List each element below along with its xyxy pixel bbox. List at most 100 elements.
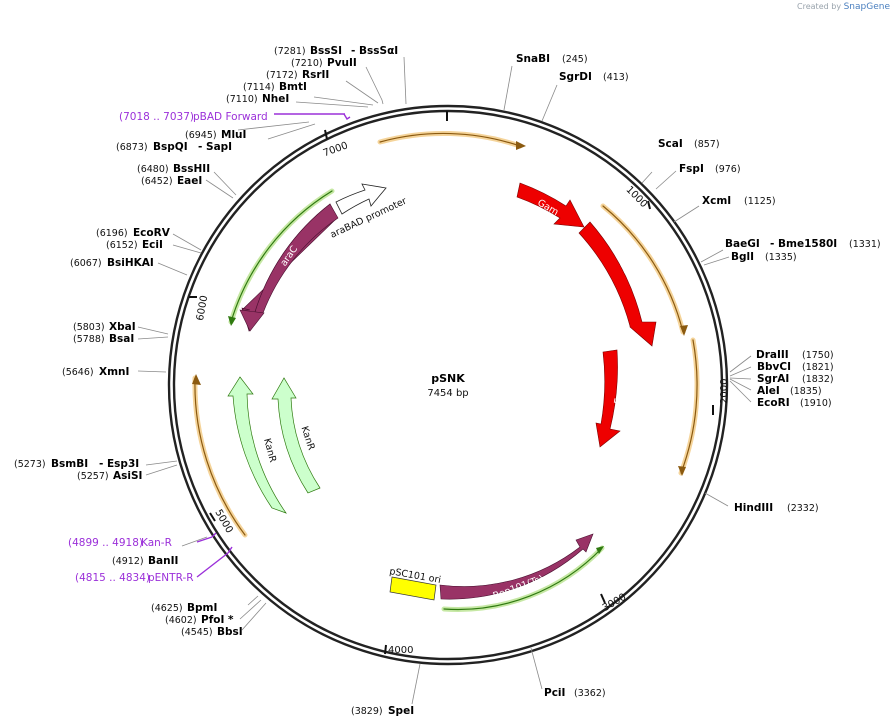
- site-label-xmni[interactable]: (5646) XmnI: [62, 366, 129, 378]
- site-label-bmti[interactable]: (7114) BmtI: [243, 81, 307, 93]
- psc101-ori-feature[interactable]: pSC101 ori: [388, 566, 442, 601]
- site-label-baegi[interactable]: BaeGI - Bme1580I (1331): [725, 238, 881, 250]
- svg-text:BsaI: BsaI: [109, 333, 134, 345]
- svg-text:(245): (245): [562, 54, 588, 65]
- svg-text:(5788): (5788): [73, 334, 105, 345]
- site-label-pcii[interactable]: PciI (3362): [544, 687, 606, 699]
- kanr-label-1: KanR: [261, 437, 278, 464]
- svg-text:(2332): (2332): [787, 503, 819, 514]
- svg-text:(6452): (6452): [141, 176, 173, 187]
- site-label-bsihkai[interactable]: (6067) BsiHKAI: [70, 257, 154, 269]
- watermark: Created by SnapGene: [797, 2, 890, 12]
- site-label-bsmbi[interactable]: (5273) BsmBI - Esp3I: [14, 458, 139, 470]
- svg-text:(5273): (5273): [14, 459, 46, 470]
- svg-text:BbsI: BbsI: [217, 626, 243, 638]
- svg-text:AleI: AleI: [757, 385, 780, 397]
- svg-text:PvuII: PvuII: [327, 57, 357, 69]
- svg-text:BbvCI: BbvCI: [757, 361, 791, 373]
- svg-text:PfoI *: PfoI *: [201, 614, 234, 626]
- site-label-draiii[interactable]: DraIII (1750): [756, 349, 834, 361]
- site-label-bgli[interactable]: BglI (1335): [731, 251, 797, 263]
- exo-label: Exo: [613, 386, 627, 405]
- site-label-hindiii[interactable]: HindIII (2332): [734, 502, 819, 514]
- svg-text:BanII: BanII: [148, 555, 178, 567]
- tick-label-2000: 2000: [719, 379, 730, 404]
- site-label-ecori[interactable]: EcoRI (1910): [757, 397, 832, 409]
- site-label-pvuii[interactable]: (7210) PvuII: [291, 57, 357, 69]
- svg-text:(7114): (7114): [243, 82, 275, 93]
- gam-feature[interactable]: Gam: [516, 182, 585, 228]
- svg-text:BssSI: BssSI: [310, 45, 342, 57]
- svg-text:AsiSI: AsiSI: [113, 470, 142, 482]
- svg-text:- Bme1580I: - Bme1580I: [770, 238, 837, 250]
- svg-text:(6873): (6873): [116, 142, 148, 153]
- site-label-ecii[interactable]: (6152) EciI: [106, 239, 163, 251]
- svg-text:BpmI: BpmI: [187, 602, 217, 614]
- svg-text:- SapI: - SapI: [198, 141, 232, 153]
- svg-text:(5646): (5646): [62, 367, 94, 378]
- tick-marks: [189, 111, 714, 655]
- svg-text:BspQI: BspQI: [153, 141, 188, 153]
- green-orf-arcs: [228, 188, 605, 612]
- site-label-mlui[interactable]: (6945) MluI: [185, 129, 246, 141]
- svg-text:(4602): (4602): [165, 615, 197, 626]
- site-label-scai[interactable]: ScaI (857): [658, 138, 720, 150]
- site-label-bpmi[interactable]: (4625) BpmI: [151, 602, 217, 614]
- svg-text:(976): (976): [715, 164, 741, 175]
- site-label-bbsi[interactable]: (4545) BbsI: [181, 626, 243, 638]
- exo-feature[interactable]: Exo: [595, 349, 627, 448]
- svg-text:(7172): (7172): [266, 70, 298, 81]
- svg-text:- Esp3I: - Esp3I: [99, 458, 139, 470]
- site-label-rsrii[interactable]: (7172) RsrII: [266, 69, 329, 81]
- svg-text:(1910): (1910): [800, 398, 832, 409]
- leader-lines: [137, 56, 752, 705]
- svg-text:(7018 .. 7037): (7018 .. 7037): [119, 111, 194, 123]
- kanr-feature-inner[interactable]: KanR: [271, 377, 321, 494]
- svg-text:(857): (857): [694, 139, 720, 150]
- arabad-promoter-feature[interactable]: araBAD promoter: [329, 183, 409, 241]
- site-label-spei[interactable]: (3829) SpeI: [351, 705, 414, 717]
- svg-text:SpeI: SpeI: [388, 705, 414, 717]
- svg-text:(6067): (6067): [70, 258, 102, 269]
- svg-text:MluI: MluI: [221, 129, 246, 141]
- svg-text:(5803): (5803): [73, 322, 105, 333]
- site-label-bspqi[interactable]: (6873) BspQI - SapI: [116, 141, 232, 153]
- site-label-fspi[interactable]: FspI (976): [679, 163, 741, 175]
- site-label-bsshii[interactable]: (6480) BssHII: [137, 163, 210, 175]
- svg-text:(1835): (1835): [790, 386, 822, 397]
- svg-text:SgrDI: SgrDI: [559, 71, 592, 83]
- rep101-feature[interactable]: Rep101(Ts): [439, 533, 594, 602]
- svg-text:(413): (413): [603, 72, 629, 83]
- site-label-asisi[interactable]: (5257) AsiSI: [77, 470, 142, 482]
- orf-arcs: [192, 131, 700, 538]
- site-label-snabi[interactable]: SnaBI (245): [516, 53, 588, 65]
- primer-label-kan-r[interactable]: (4899 .. 4918) Kan-R: [68, 537, 172, 549]
- svg-text:BmtI: BmtI: [279, 81, 307, 93]
- site-label-ecorv[interactable]: (6196) EcoRV: [96, 227, 171, 239]
- site-label-bsssi[interactable]: (7281) BssSI - BssSαI: [274, 45, 398, 57]
- svg-text:pBAD Forward: pBAD Forward: [193, 111, 268, 123]
- svg-text:BsiHKAI: BsiHKAI: [107, 257, 154, 269]
- site-label-sgrdi[interactable]: SgrDI (413): [559, 71, 629, 83]
- primer-label-pbad-forward[interactable]: (7018 .. 7037) pBAD Forward: [119, 111, 268, 123]
- site-label-xbai[interactable]: (5803) XbaI: [73, 321, 136, 333]
- svg-text:- BssSαI: - BssSαI: [351, 45, 398, 57]
- primer-label-pentr-r[interactable]: (4815 .. 4834) pENTR-R: [75, 572, 194, 584]
- site-label-bbvci[interactable]: BbvCI (1821): [757, 361, 834, 373]
- svg-text:pENTR-R: pENTR-R: [148, 572, 194, 584]
- svg-text:EaeI: EaeI: [177, 175, 202, 187]
- site-label-banii[interactable]: (4912) BanII: [112, 555, 178, 567]
- site-label-sgrai[interactable]: SgrAI (1832): [757, 373, 834, 385]
- site-label-alei[interactable]: AleI (1835): [757, 385, 822, 397]
- svg-text:(6196): (6196): [96, 228, 128, 239]
- site-label-xcmi[interactable]: XcmI (1125): [702, 195, 776, 207]
- site-label-bsai[interactable]: (5788) BsaI: [73, 333, 134, 345]
- site-label-pfoi[interactable]: (4602) PfoI *: [165, 614, 234, 626]
- site-label-eaei[interactable]: (6452) EaeI: [141, 175, 202, 187]
- site-label-nhei[interactable]: (7110) NheI: [226, 93, 289, 105]
- orf-arrowheads: [192, 141, 688, 554]
- beta-feature[interactable]: Beta: [578, 221, 657, 347]
- svg-text:(1335): (1335): [765, 252, 797, 263]
- kanr-label-2: KanR: [299, 425, 317, 452]
